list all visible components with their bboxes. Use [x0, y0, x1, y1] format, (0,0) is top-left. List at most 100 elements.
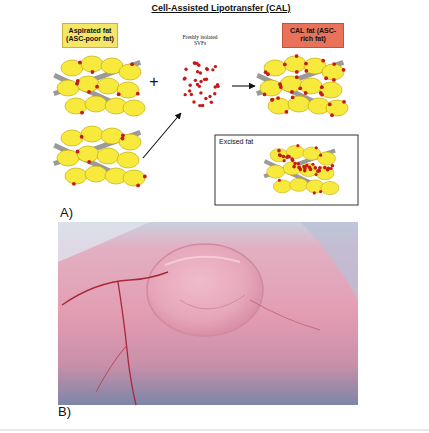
- excised-box: Excised fat: [215, 135, 358, 205]
- adipocyte: [117, 152, 139, 168]
- adipocyte: [65, 98, 87, 114]
- stem-cell: [291, 159, 295, 163]
- adipocyte: [97, 148, 119, 164]
- stem-cell: [297, 162, 300, 165]
- panel-letter: B): [58, 405, 82, 420]
- graft-vessel: [180, 295, 245, 309]
- stem-cell: [332, 78, 336, 82]
- photo-highlight: [58, 222, 150, 262]
- stem-cell: [121, 133, 125, 137]
- adipocyte: [284, 56, 306, 72]
- adipocyte: [326, 100, 348, 116]
- stem-cell: [304, 62, 308, 66]
- process-arrow: [232, 85, 255, 86]
- fat-cluster: [263, 144, 338, 195]
- adipocyte: [283, 162, 301, 175]
- stem-cell: [311, 163, 314, 166]
- adipocyte: [61, 60, 83, 76]
- adipocyte: [267, 165, 285, 178]
- stem-cell: [143, 175, 147, 179]
- stem-cell: [188, 89, 191, 92]
- stem-cell: [213, 85, 216, 88]
- node-text: Excised fat: [217, 138, 356, 146]
- stem-cell: [117, 92, 121, 96]
- adipocyte: [300, 78, 322, 94]
- blood-vessel: [96, 345, 127, 392]
- stem-cell: [331, 164, 335, 168]
- photo-panel: [58, 222, 358, 405]
- adipocyte: [119, 64, 141, 80]
- fat-cluster: [53, 56, 145, 116]
- blood-vessel: [118, 282, 136, 405]
- adipocyte: [61, 130, 83, 146]
- fat-illustrations: [53, 54, 348, 195]
- stem-cell: [204, 97, 207, 100]
- graft-highlight: [165, 257, 240, 265]
- stem-cell: [75, 82, 79, 86]
- stem-cell: [266, 72, 270, 76]
- adipocyte: [57, 80, 79, 96]
- stem-cell: [184, 67, 187, 70]
- stem-cell: [199, 91, 202, 94]
- stem-cell: [317, 169, 321, 173]
- stem-cell: [278, 179, 281, 182]
- stem-cell: [270, 98, 274, 102]
- stem-cell: [326, 168, 330, 172]
- stem-cell: [283, 159, 286, 162]
- stem-cell: [292, 165, 296, 169]
- stem-cell: [291, 96, 295, 100]
- stem-cell: [278, 154, 282, 158]
- stem-cell: [319, 154, 322, 157]
- adipocyte: [273, 180, 291, 193]
- stem-cell: [279, 85, 283, 89]
- blood-vessel: [62, 272, 168, 305]
- stem-cell: [121, 137, 125, 141]
- stem-cell: [183, 77, 186, 80]
- adipocyte: [260, 80, 282, 96]
- stem-cell: [206, 68, 209, 71]
- stem-cell: [293, 162, 297, 166]
- stem-cell: [304, 69, 308, 73]
- fat-graft: [147, 244, 263, 336]
- stem-cell: [87, 160, 91, 164]
- adipocyte: [123, 170, 145, 186]
- stem-cell: [315, 146, 318, 149]
- stem-cell: [263, 93, 267, 97]
- excised-frame: [215, 135, 358, 205]
- node-text: CAL fat (ASC-rich fat): [285, 27, 341, 44]
- stem-cell: [309, 168, 313, 172]
- stem-cell: [321, 59, 325, 63]
- stem-cell: [324, 76, 328, 80]
- divider-line: [0, 430, 429, 431]
- panel-letter: A): [60, 206, 84, 221]
- stem-cell: [95, 85, 99, 89]
- node-text: Aspirated fat (ASC-poor fat): [65, 27, 115, 44]
- stem-cell: [199, 80, 202, 83]
- stem-cell: [130, 62, 134, 66]
- stem-cell: [192, 100, 195, 103]
- adipocyte: [288, 96, 310, 112]
- stem-cell: [196, 70, 199, 73]
- stem-cell: [136, 92, 140, 96]
- stem-cell: [313, 166, 317, 170]
- stem-cell: [183, 93, 186, 96]
- adipocyte: [77, 76, 99, 92]
- stem-cell: [211, 68, 214, 71]
- stem-cell: [198, 104, 201, 107]
- adipocyte: [85, 96, 107, 112]
- fat-cluster: [53, 126, 147, 187]
- stem-cell: [80, 135, 84, 139]
- stem-cell: [332, 62, 336, 66]
- stem-cell: [295, 54, 299, 58]
- stem-cell: [298, 86, 302, 90]
- stem-cell: [282, 155, 286, 159]
- adipocyte: [264, 60, 286, 76]
- stem-cell: [87, 90, 91, 94]
- stem-cell: [295, 75, 299, 79]
- stem-cell: [342, 68, 346, 72]
- adipocyte: [280, 76, 302, 92]
- figure-title: Cell-Assisted Lipotransfer (CAL): [90, 3, 352, 13]
- stem-cell: [76, 150, 80, 154]
- adipocyte: [123, 100, 145, 116]
